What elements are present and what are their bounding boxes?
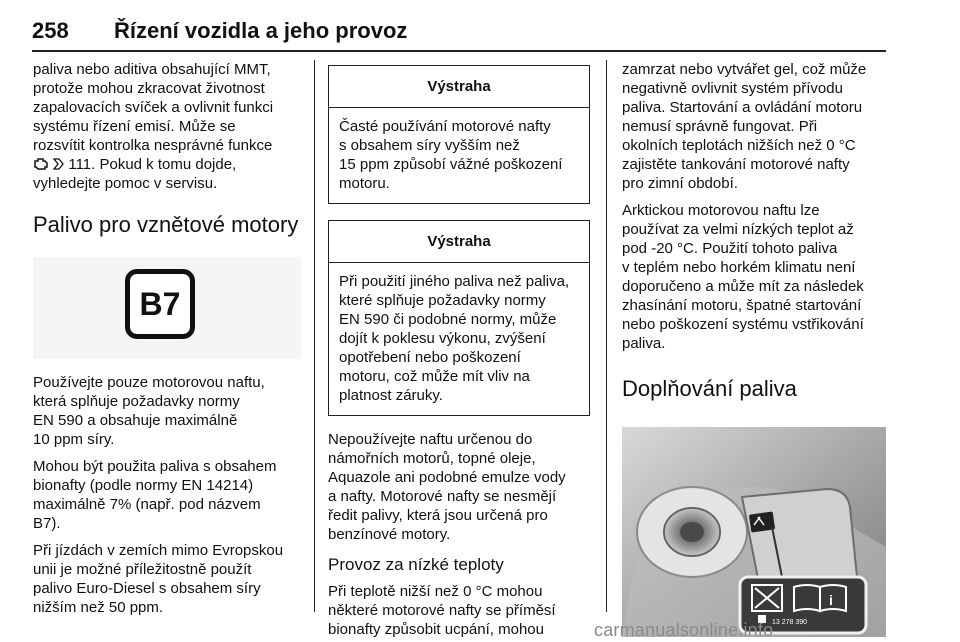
text-line: Mohou být použita paliva s obsahem [33, 458, 277, 475]
paragraph: Při teplotě nižší než 0 °C mohou některé… [328, 582, 590, 639]
photo-code-label: 13 278 390 [772, 619, 807, 626]
text-line: okolních teplotách nižších než 0 °C [622, 137, 856, 154]
warning-title: Výstraha [329, 221, 589, 263]
text-line: Arktickou motorovou naftu lze [622, 202, 820, 219]
paragraph: Používejte pouze motorovou naftu, která … [33, 373, 301, 449]
text-line: nižším než 50 ppm. [33, 599, 164, 616]
warning-text: Časté používání motorové nafty s obsahem… [329, 108, 589, 203]
text-line: ředit palivy, která jsou určená pro [328, 507, 548, 524]
svg-text:i: i [829, 592, 833, 608]
text-line: Nepoužívejte naftu určenou do [328, 431, 533, 448]
text-line: Aquazole ani podobné emulze vody [328, 469, 566, 486]
manual-book-icon: i [793, 584, 847, 613]
warning-title: Výstraha [329, 66, 589, 108]
text-line: s obsahem síry vyšším než [339, 137, 520, 154]
text-line: vyhledejte pomoc v servisu. [33, 175, 218, 192]
text-line: Při použití jiného paliva než paliva, [339, 273, 570, 290]
section-heading: Palivo pro vznětové motory [33, 212, 299, 237]
text-line: Při jízdách v zemích mimo Evropskou [33, 542, 284, 559]
text-line: unii je možné příležitostně použít [33, 561, 252, 578]
paragraph: Arktickou motorovou naftu lze používat z… [622, 201, 886, 353]
text-line: maximálně 7% (např. pod názvem [33, 496, 261, 513]
text-line: protože mohou zkracovat životnost [33, 80, 265, 97]
text-line: nebo poškození systému vstřikování [622, 316, 864, 333]
text-line: které splňuje požadavky normy [339, 292, 546, 309]
page-ref-arrow-icon [52, 156, 65, 173]
paragraph: Při jízdách v zemích mimo Evropskou unii… [33, 541, 301, 617]
text-line: nemusí správně fungovat. Při [622, 118, 818, 135]
chapter-title: Řízení vozidla a jeho provoz [114, 18, 408, 43]
text-line: pro zimní období. [622, 175, 738, 192]
text-line: pod -20 °C. Použití tohoto paliva [622, 240, 838, 257]
column-left: paliva nebo aditiva obsahující MMT, prot… [33, 60, 301, 617]
text-line: zamrzat nebo vytvářet gel, což může [622, 61, 867, 78]
text-line: Časté používání motorové nafty [339, 118, 551, 135]
text-line: benzínové motory. [328, 526, 451, 543]
column-divider [314, 60, 315, 612]
warning-box: Výstraha Při použití jiného paliva než p… [328, 220, 590, 416]
header-divider [32, 50, 886, 52]
text-line: palivo Euro-Diesel s obsahem síry [33, 580, 261, 597]
warning-box: Výstraha Časté používání motorové nafty … [328, 65, 590, 204]
text-line: Při teplotě nižší než 0 °C mohou [328, 583, 543, 600]
text-line: námořních motorů, topné oleje, [328, 450, 536, 467]
text-line: dojít k poklesu výkonu, zvýšení [339, 330, 546, 347]
fuel-filler-illustration: i 13 278 390 [622, 427, 886, 637]
text-line: Používejte pouze motorovou naftu, [33, 374, 265, 391]
text-line: zapalovacích svíček a ovlivnit funkci [33, 99, 274, 116]
text-line: používat za velmi nízkých teplot až [622, 221, 854, 238]
text-line: zajistěte tankování motorové nafty [622, 156, 850, 173]
engine-check-icon [33, 156, 49, 173]
text-line: bionafty (podle normy EN 14214) [33, 477, 254, 494]
page-reference[interactable]: 111. Pokud k tomu dojde, [68, 156, 237, 173]
text-line: B7). [33, 515, 61, 532]
no-biodiesel-icon [751, 584, 783, 612]
text-line: 10 ppm síry. [33, 431, 115, 448]
text-line: zhasínání motoru, špatné startování [622, 297, 862, 314]
text-line: paliva. [622, 335, 666, 352]
section-heading: Doplňování paliva [622, 376, 797, 401]
text-line: negativně ovlivnit systém přívodu [622, 80, 843, 97]
text-line: motoru, což může mít vliv na [339, 368, 530, 385]
text-line: systému řízení emisí. Může se [33, 118, 236, 135]
text-line: EN 590 a obsahuje maximálně [33, 412, 238, 429]
column-right: zamrzat nebo vytvářet gel, což může nega… [622, 60, 886, 637]
text-line: paliva nebo aditiva obsahující MMT, [33, 61, 271, 78]
text-line: která splňuje požadavky normy [33, 393, 240, 410]
text-line: v teplém nebo horkém klimatu není [622, 259, 856, 276]
text-line: bionafty způsobit ucpání, mohou [328, 621, 544, 638]
watermark: carmanualsonline.info [594, 620, 774, 640]
warning-text: Při použití jiného paliva než paliva, kt… [329, 263, 589, 415]
text-line: některé motorové nafty se příměsí [328, 602, 556, 619]
paragraph: Nepoužívejte naftu určenou do námořních … [328, 430, 590, 544]
page-header: 258 Řízení vozidla a jeho provoz [32, 16, 886, 52]
text-line: platnost záruky. [339, 387, 443, 404]
intro-paragraph: paliva nebo aditiva obsahující MMT, prot… [33, 60, 301, 193]
text-line: EN 590 či podobné normy, může [339, 311, 557, 328]
text-line: 15 ppm způsobí vážné poškození [339, 156, 563, 173]
text-line: rozsvítit kontrolka nesprávné funkce [33, 137, 273, 154]
b7-fuel-label: B7 [125, 269, 195, 339]
column-divider [606, 60, 607, 612]
paragraph: Mohou být použita paliva s obsahem biona… [33, 457, 301, 533]
b7-label-figure: B7 [33, 257, 301, 359]
subsection-heading: Provoz za nízké teploty [328, 555, 504, 574]
text-line: motoru. [339, 175, 390, 192]
text-line: a nafty. Motorové nafty se nesmějí [328, 488, 557, 505]
paragraph: zamrzat nebo vytvářet gel, což může nega… [622, 60, 886, 193]
fuel-filler-photo: i 13 278 390 [622, 427, 886, 637]
column-middle: Výstraha Časté používání motorové nafty … [328, 60, 590, 639]
text-line: doporučeno a může mít za následek [622, 278, 864, 295]
text-line: opotřebení nebo poškození [339, 349, 521, 366]
text-line: paliva. Startování a ovládání motoru [622, 99, 863, 116]
page-number: 258 [32, 18, 69, 43]
